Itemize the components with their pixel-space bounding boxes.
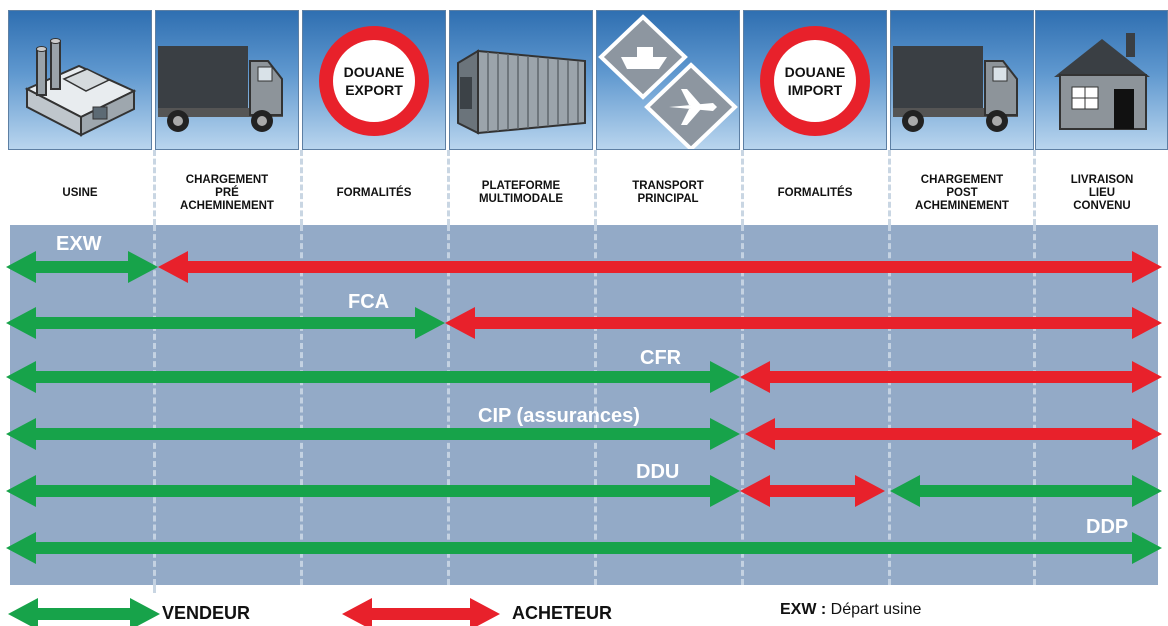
column-divider	[888, 150, 891, 225]
legend-definition: EXW : Départ usine	[780, 601, 921, 619]
customs-export-sign-icon: DOUANE EXPORT	[319, 26, 429, 136]
col-label-usine: USINE	[62, 186, 98, 199]
truck-icon	[893, 46, 1018, 132]
column-divider	[741, 225, 744, 585]
column-divider	[300, 225, 303, 585]
arrow-cfr-buyer-1	[740, 361, 1162, 393]
legend-seller-label: VENDEUR	[162, 603, 251, 623]
column-divider	[447, 225, 450, 585]
sign-line-2: IMPORT	[788, 82, 843, 98]
tile-usine	[8, 10, 152, 150]
sign-line-1: DOUANE	[344, 64, 405, 80]
term-label-fca: FCA	[348, 291, 390, 313]
legend-buyer-arrow	[342, 598, 500, 626]
col-label-transport: TRANSPORT PRINCIPAL	[632, 180, 704, 205]
tile-plateforme	[449, 10, 593, 150]
arrow-exw-buyer-1	[158, 251, 1162, 283]
incoterms-panel	[10, 225, 1158, 585]
legend-definition-text: Départ usine	[830, 601, 922, 618]
col-label-livraison: LIVRAISON LIEU CONVENU	[1070, 173, 1134, 212]
arrow-ddu-seller-0	[6, 475, 740, 507]
arrow-ddu-buyer-1	[740, 475, 885, 507]
col-label-chargement-pre: CHARGEMENT PRÉ ACHEMINEMENT	[180, 173, 274, 212]
arrow-cip-seller-0	[6, 418, 740, 450]
column-divider	[594, 150, 597, 225]
container-icon	[457, 49, 586, 135]
term-label-ddu: DDU	[636, 461, 680, 483]
truck-icon	[158, 46, 283, 132]
tile-chargement-pre	[155, 10, 299, 150]
legend-seller-arrow	[8, 598, 160, 626]
arrow-fca-buyer-1	[445, 307, 1162, 339]
arrow-fca-seller-0	[6, 307, 445, 339]
arrow-cfr-seller-0	[6, 361, 740, 393]
sign-line-2: EXPORT	[345, 82, 403, 98]
column-divider	[1033, 150, 1036, 225]
col-label-plateforme: PLATEFORME MULTIMODALE	[478, 180, 564, 205]
column-divider	[888, 225, 891, 585]
arrow-cip-buyer-1	[745, 418, 1162, 450]
tile-douane-export: DOUANE EXPORT	[302, 10, 446, 150]
tile-transport	[596, 10, 740, 150]
sign-line-1: DOUANE	[785, 64, 846, 80]
house-icon	[1054, 33, 1150, 130]
legend-buyer-label: ACHETEUR	[512, 603, 613, 623]
legend-definition-term: EXW :	[780, 601, 827, 618]
column-divider	[300, 150, 303, 225]
term-label-cfr: CFR	[640, 347, 682, 369]
col-label-chargement-post: CHARGEMENT POST ACHEMINEMENT	[915, 173, 1009, 212]
col-label-formalites-import: FORMALITÉS	[777, 186, 853, 199]
tile-chargement-post	[890, 10, 1034, 150]
tile-douane-import: DOUANE IMPORT	[743, 10, 887, 150]
column-divider	[741, 150, 744, 225]
arrow-ddp-seller-0	[6, 532, 1162, 564]
column-divider	[1033, 225, 1036, 585]
column-divider	[447, 150, 450, 225]
column-divider	[153, 150, 156, 225]
factory-icon	[24, 38, 137, 137]
term-label-exw: EXW	[56, 233, 102, 255]
column-divider	[153, 585, 156, 593]
column-divider	[594, 225, 597, 585]
term-label-cip: CIP (assurances)	[478, 405, 640, 427]
term-label-ddp: DDP	[1086, 516, 1129, 538]
customs-import-sign-icon: DOUANE IMPORT	[760, 26, 870, 136]
arrow-ddu-seller-2	[890, 475, 1162, 507]
column-divider	[153, 225, 156, 585]
ship-plane-icon	[598, 14, 738, 149]
arrow-exw-seller-0	[6, 251, 158, 283]
col-label-formalites-export: FORMALITÉS	[336, 186, 412, 199]
tile-livraison	[1035, 10, 1168, 150]
